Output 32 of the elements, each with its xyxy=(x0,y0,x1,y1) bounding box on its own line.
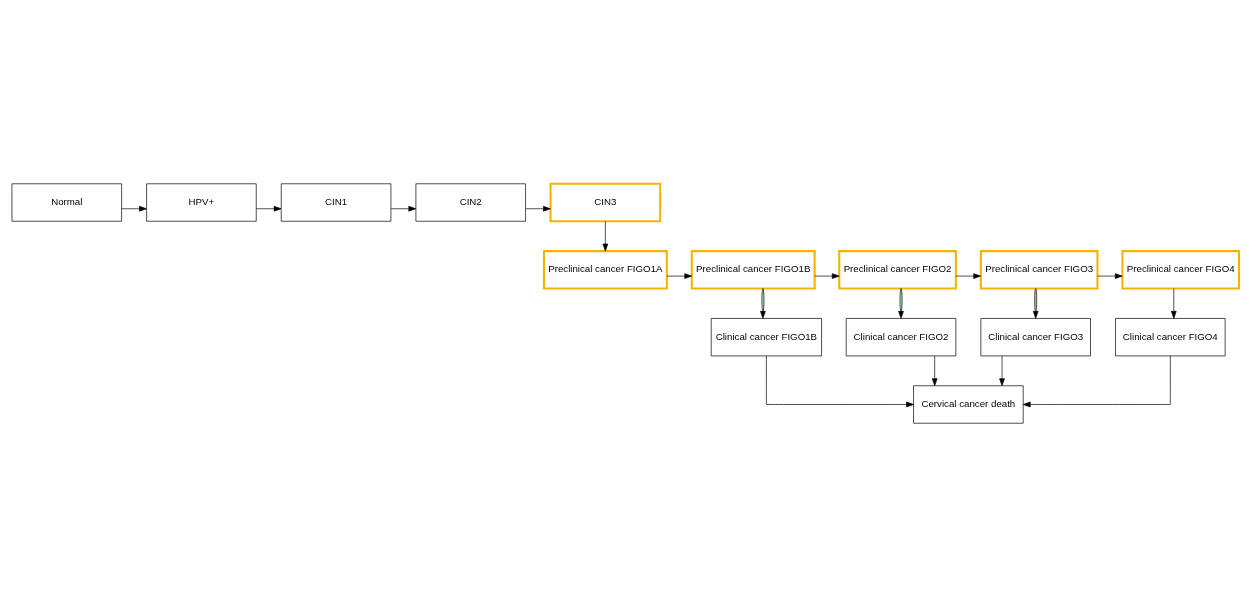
node-box: CIN3 xyxy=(549,182,662,223)
arrow xyxy=(931,355,938,386)
node-box: Clinical cancer FIGO2 xyxy=(845,318,957,357)
arrow xyxy=(390,206,417,212)
node-box: Preclinical cancer FIGO3 xyxy=(979,250,1099,290)
arrow xyxy=(1022,355,1171,408)
node-box: HPV+ xyxy=(146,183,257,222)
node-box: CIN1 xyxy=(280,183,392,222)
node-box: Cervical cancer death xyxy=(913,385,1024,424)
arrow xyxy=(666,273,693,279)
node-box: Clinical cancer FIGO4 xyxy=(1115,318,1226,357)
node-box: CIN2 xyxy=(415,183,526,222)
node-box: Preclinical cancer FIGO1B xyxy=(690,250,816,290)
arrow xyxy=(602,220,609,252)
node-box: Preclinical cancer FIGO2 xyxy=(838,250,957,290)
arrow xyxy=(814,273,840,279)
node-box: Clinical cancer FIGO3 xyxy=(980,318,1091,357)
node-box: Clinical cancer FIGO1B xyxy=(710,318,822,357)
arrow xyxy=(999,355,1005,386)
arrow xyxy=(525,206,551,212)
node-box: Normal xyxy=(11,183,122,222)
arrow xyxy=(1032,288,1039,319)
arrow xyxy=(256,206,282,212)
arrow xyxy=(898,288,904,319)
node-box: Preclinical cancer FIGO1A xyxy=(542,250,668,290)
node-box: Preclinical cancer FIGO4 xyxy=(1121,250,1241,290)
arrow xyxy=(760,288,766,319)
arrow xyxy=(955,273,981,279)
arrow xyxy=(1097,273,1123,279)
arrow xyxy=(766,355,914,408)
arrow xyxy=(1171,288,1177,319)
arrow xyxy=(121,206,147,212)
